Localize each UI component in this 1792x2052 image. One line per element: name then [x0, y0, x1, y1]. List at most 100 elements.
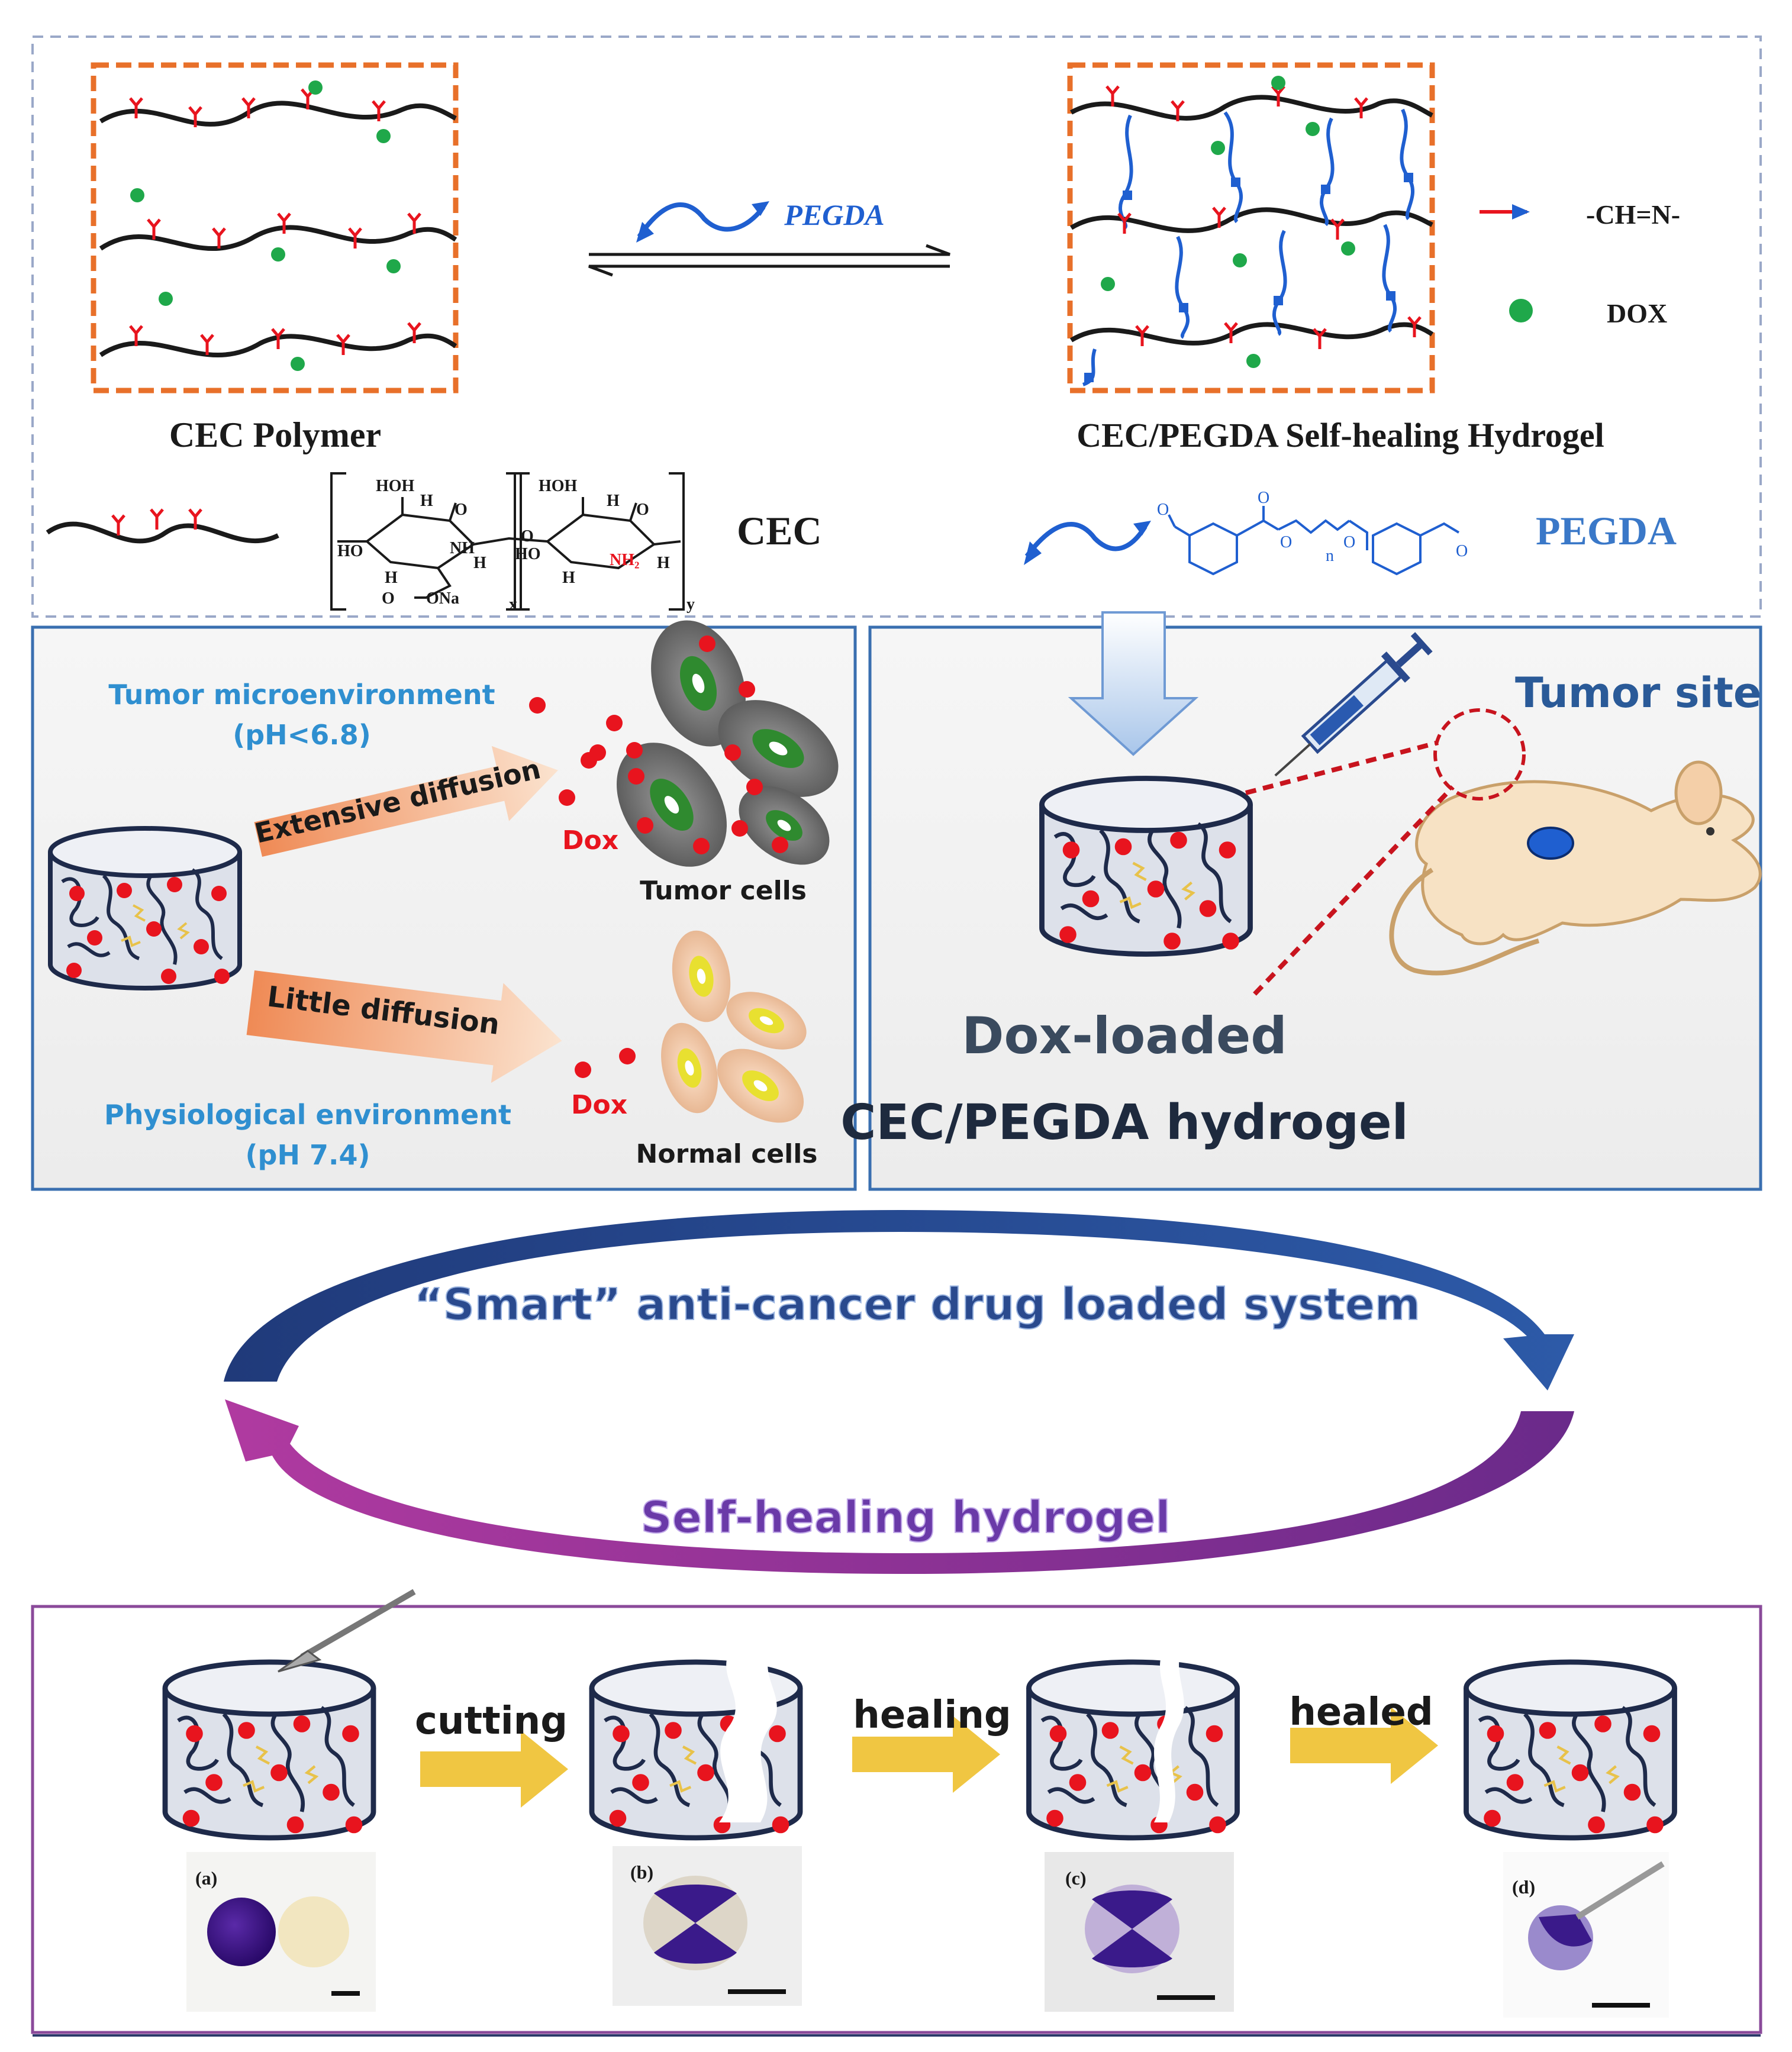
hydrogel-title: CEC/PEGDA Self-healing Hydrogel [1077, 416, 1604, 454]
svg-text:NH: NH [450, 539, 475, 557]
scalpel-icon [278, 1589, 416, 1673]
tumor-site-label: Tumor site [1515, 669, 1761, 717]
svg-text:H: H [385, 569, 398, 587]
equilibrium-arrows [588, 201, 950, 277]
cec-polymer-title: CEC Polymer [169, 415, 381, 454]
pegda-structure [1168, 506, 1460, 576]
pegda-wave-small-icon [1024, 521, 1151, 565]
tumor-ph-label: (pH<6.8) [233, 719, 371, 751]
svg-text:HOH: HOH [539, 477, 578, 495]
svg-text:x: x [509, 595, 517, 614]
legend-dox-dot [1509, 299, 1533, 322]
dox-normal-label: Dox [571, 1090, 627, 1120]
hydrogel-label: CEC/PEGDA hydrogel [840, 1095, 1409, 1151]
pegda-arrow-label: PEGDA [784, 198, 884, 231]
svg-text:O: O [1343, 533, 1355, 551]
hydrogel-chains [1069, 95, 1434, 346]
svg-text:y: y [686, 595, 695, 614]
photo-b [613, 1846, 802, 2006]
photo-d-label: (d) [1512, 1876, 1535, 1898]
photo-d [1503, 1852, 1669, 2018]
svg-text:H: H [562, 569, 575, 587]
self-healing-label: Self-healing hydrogel [640, 1492, 1170, 1543]
syringe-icon [1274, 632, 1433, 777]
svg-text:H: H [473, 554, 486, 572]
cut-gap [719, 1645, 777, 1822]
svg-text:O: O [382, 589, 395, 608]
svg-text:H: H [420, 492, 433, 510]
phys-env-label: Physiological environment [104, 1099, 511, 1131]
legend-dox-label: DOX [1607, 298, 1667, 328]
dox-dots-tumor [529, 635, 788, 854]
zoom-guide-lines [1245, 740, 1455, 996]
svg-text:O: O [521, 527, 534, 546]
cec-label: CEC [737, 508, 822, 553]
svg-text:O: O [1157, 501, 1169, 519]
nh2-label: NH₂ [610, 551, 639, 569]
svg-text:n: n [1326, 547, 1334, 565]
photo-a-label: (a) [195, 1867, 217, 1889]
tumor-cells [617, 620, 839, 867]
dox-dots-right [1101, 76, 1355, 368]
photo-b-label: (b) [630, 1861, 653, 1883]
legend-imine-label: -CH=N- [1586, 199, 1680, 230]
svg-text:ONa: ONa [426, 589, 459, 608]
cutting-label: cutting [415, 1699, 568, 1743]
photo-c-label: (c) [1065, 1867, 1087, 1889]
cec-structure-labels: HOH H O HO H NH H ONa O x HOH H O O HO H… [337, 477, 695, 614]
normal-cells [661, 930, 807, 1123]
pegda-wave-icon [637, 202, 766, 238]
down-arrow [1068, 611, 1199, 756]
mouse-icon [1389, 760, 1762, 976]
healed-cylinder [1467, 1662, 1675, 1838]
healing-label: healing [853, 1693, 1011, 1737]
svg-text:H: H [607, 492, 620, 510]
cec-chain-ticks [112, 509, 201, 535]
imine-bonds [1084, 173, 1413, 382]
cec-chain-icon [46, 521, 279, 544]
svg-text:O: O [455, 501, 468, 519]
normal-cells-label: Normal cells [636, 1139, 818, 1169]
photo-a [186, 1852, 376, 2012]
intact-cylinder [165, 1662, 373, 1838]
svg-text:O: O [1280, 533, 1292, 551]
cec-polymer-box [91, 62, 459, 393]
dox-dots-left [130, 80, 401, 371]
dox-tumor-label: Dox [562, 825, 618, 856]
healed-arrow [1290, 1707, 1438, 1784]
cec-side-groups [130, 89, 420, 355]
extensive-diffusion-arrow [254, 746, 558, 857]
hydrogel-network-box [1067, 62, 1435, 393]
svg-text:O: O [1456, 542, 1468, 560]
pegda-structure-labels: O O O O n O [1157, 489, 1468, 565]
svg-text:HOH: HOH [376, 477, 415, 495]
diffusion-cylinder [50, 828, 240, 988]
tumor-env-label: Tumor microenvironment [108, 679, 495, 711]
dox-loaded-cylinder [1042, 779, 1250, 954]
svg-text:HO: HO [515, 545, 541, 563]
cec-structure [330, 472, 685, 611]
legend-imine-icon [1480, 204, 1530, 220]
dox-loaded-label: Dox-loaded [962, 1006, 1287, 1066]
smart-system-label: “Smart” anti-cancer drug loaded system [414, 1279, 1420, 1330]
svg-text:O: O [636, 501, 649, 519]
healed-label: healed [1289, 1690, 1433, 1734]
little-diffusion-arrow [246, 970, 562, 1083]
cutting-arrow [420, 1731, 568, 1808]
healing-gap [1154, 1645, 1184, 1822]
cec-polymer-chains [99, 101, 457, 357]
svg-text:O: O [1258, 489, 1269, 507]
healing-arrow [852, 1716, 1000, 1793]
dox-dots-normal [575, 1048, 636, 1078]
top-dashed-border [31, 36, 1762, 618]
svg-text:H: H [657, 554, 670, 572]
svg-text:HO: HO [337, 542, 363, 560]
pegda-crosslinks [1082, 108, 1414, 386]
healing-cylinder [1029, 1662, 1237, 1838]
injection-zoom-circle [1433, 708, 1526, 801]
photo-c [1045, 1852, 1234, 2012]
purple-cycle-arc [225, 1399, 1574, 1574]
phys-ph-label: (pH 7.4) [246, 1139, 370, 1171]
tumor-cells-label: Tumor cells [640, 876, 807, 906]
